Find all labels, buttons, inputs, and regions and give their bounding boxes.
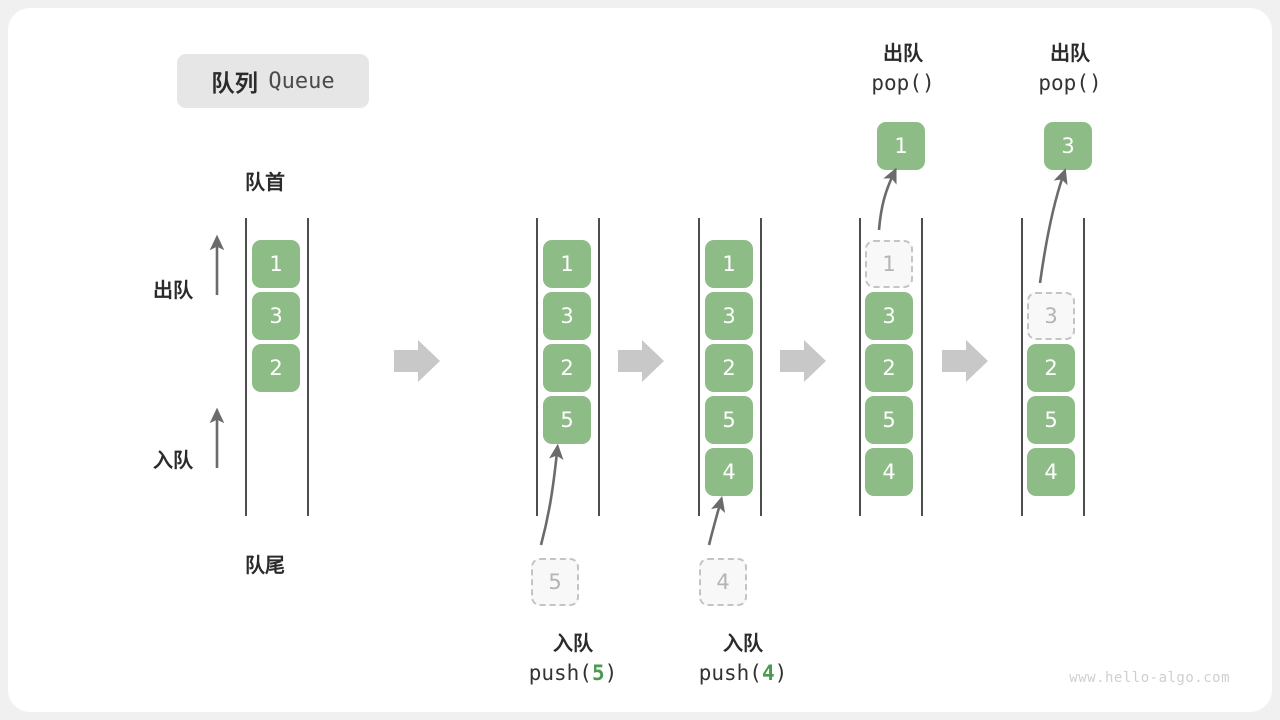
title-english: Queue (268, 68, 335, 94)
rail-right (307, 218, 309, 516)
queue-element: 4 (705, 448, 753, 496)
queue-element: 3 (705, 292, 753, 340)
queue-element: 4 (1027, 448, 1075, 496)
rear-label: 队尾 (245, 553, 285, 577)
queue-element: 1 (705, 240, 753, 288)
popped-ghost-element: 1 (865, 240, 913, 288)
rail-left (1021, 218, 1023, 516)
rail-right (598, 218, 600, 516)
rail-left (536, 218, 538, 516)
pop-1-caption-code: pop() (871, 71, 935, 95)
rail-right (760, 218, 762, 516)
watermark: www.hello-algo.com (1069, 670, 1230, 686)
queue-element: 1 (543, 240, 591, 288)
popped-ghost-element: 3 (1027, 292, 1075, 340)
push-4-caption-cn: 入队 (723, 631, 763, 655)
rail-right (1083, 218, 1085, 516)
incoming-ghost-element: 5 (531, 558, 579, 606)
enqueue-direction-label: 入队 (153, 448, 193, 472)
push-5-caption-code: push(5) (528, 661, 618, 685)
diagram-title-badge: 队列 Queue (177, 54, 369, 108)
queue-element: 2 (865, 344, 913, 392)
rail-right (921, 218, 923, 516)
push-5-caption-cn: 入队 (553, 631, 593, 655)
popped-result-element: 1 (877, 122, 925, 170)
rail-left (698, 218, 700, 516)
push-5-caption: 入队 push(5) (513, 628, 633, 688)
pop-2-caption-cn: 出队 (1050, 41, 1090, 65)
queue-element: 2 (705, 344, 753, 392)
title-chinese: 队列 (211, 71, 259, 97)
queue-element: 5 (1027, 396, 1075, 444)
push-4-caption: 入队 push(4) (683, 628, 803, 688)
incoming-ghost-element: 4 (699, 558, 747, 606)
pop-1-caption-cn: 出队 (883, 41, 923, 65)
queue-element: 2 (1027, 344, 1075, 392)
push-4-caption-code: push(4) (698, 661, 788, 685)
pop-1-caption: 出队 pop() (843, 38, 963, 98)
queue-element: 4 (865, 448, 913, 496)
dequeue-direction-label: 出队 (153, 278, 193, 302)
queue-element: 5 (543, 396, 591, 444)
queue-element: 3 (865, 292, 913, 340)
diagram-canvas: 队列 Queue 队首 队尾 出队 入队 1 3 2 1 3 2 5 5 (8, 8, 1272, 712)
pop-2-caption-code: pop() (1038, 71, 1102, 95)
queue-element: 5 (865, 396, 913, 444)
queue-element: 5 (705, 396, 753, 444)
pop-2-caption: 出队 pop() (1010, 38, 1130, 98)
rail-left (245, 218, 247, 516)
queue-element: 2 (252, 344, 300, 392)
queue-element: 2 (543, 344, 591, 392)
rail-left (859, 218, 861, 516)
queue-element: 1 (252, 240, 300, 288)
queue-element: 3 (543, 292, 591, 340)
popped-result-element: 3 (1044, 122, 1092, 170)
queue-element: 3 (252, 292, 300, 340)
front-label: 队首 (245, 170, 285, 194)
